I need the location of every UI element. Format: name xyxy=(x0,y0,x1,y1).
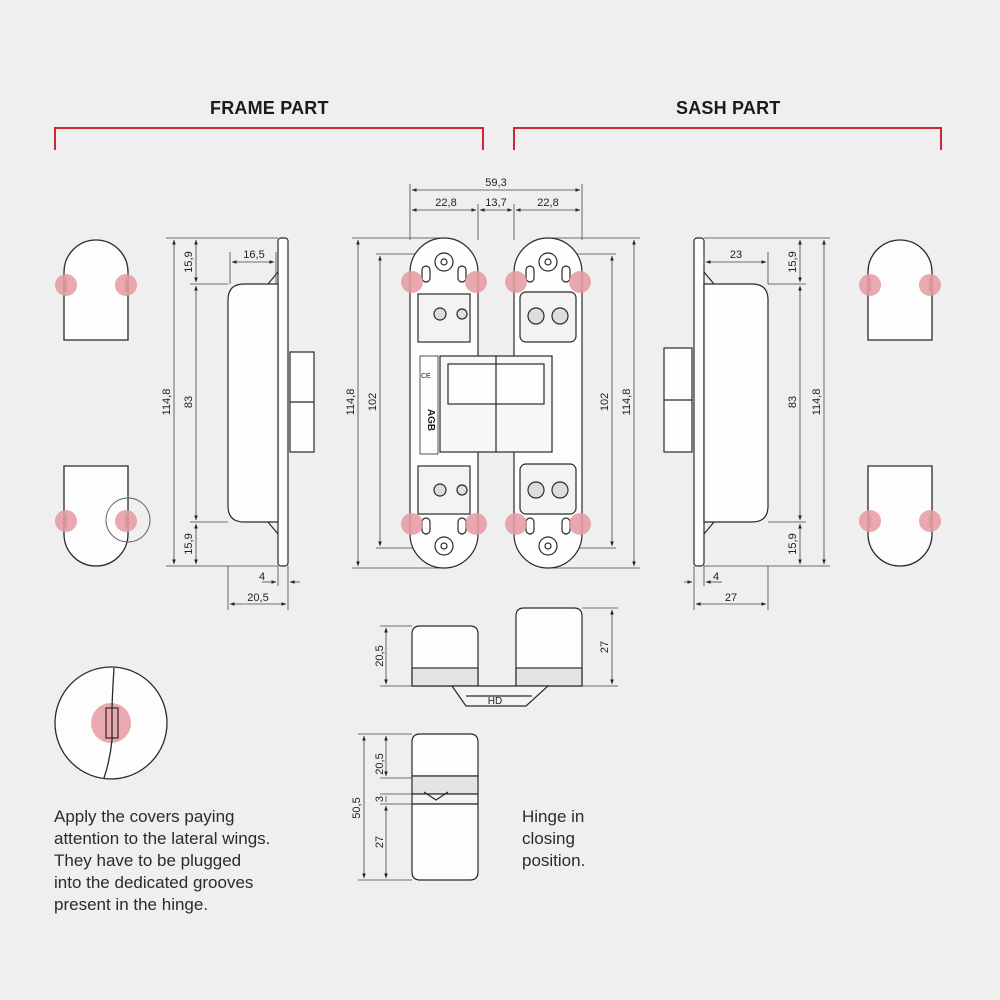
dim-sash-83: 83 xyxy=(787,396,799,408)
closing-position-caption: Hinge in closing position. xyxy=(522,807,586,870)
dim-frame-depth-top: 16,5 xyxy=(243,249,264,261)
dim-front-102-right: 102 xyxy=(599,393,611,411)
dim-frame-15-9-top: 15,9 xyxy=(183,251,195,272)
dim-closed-50-5: 50,5 xyxy=(351,797,363,818)
dim-frame-20-5: 20,5 xyxy=(247,592,268,604)
dim-wing-left: 22,8 xyxy=(435,197,456,209)
dim-sash-15-9-bot: 15,9 xyxy=(787,533,799,554)
sash-cover-bottom xyxy=(867,465,933,567)
dim-frame-15-9-bot: 15,9 xyxy=(183,533,195,554)
dim-top-20-5: 20,5 xyxy=(374,645,386,666)
sash-part-heading: SASH PART xyxy=(676,98,781,118)
frame-side-view xyxy=(227,237,315,567)
frame-part-bracket xyxy=(54,127,484,150)
dim-sash-4: 4 xyxy=(713,571,719,583)
frame-cover-top xyxy=(63,239,129,341)
cover-detail-zoom xyxy=(54,666,168,780)
dim-frame-83: 83 xyxy=(183,396,195,408)
dim-front-114-8-left: 114,8 xyxy=(345,389,357,416)
hinge-mark: CE xyxy=(421,373,431,380)
dim-front-102-left: 102 xyxy=(367,393,379,411)
dim-sash-23: 23 xyxy=(730,249,742,261)
sash-cover-top xyxy=(867,239,933,341)
dim-center: 13,7 xyxy=(485,197,506,209)
dim-front-114-8-right: 114,8 xyxy=(621,389,633,416)
dim-total-width: 59,3 xyxy=(485,177,506,189)
hinge-center-arm xyxy=(439,355,553,453)
groove-highlights xyxy=(55,271,941,535)
dim-top-27: 27 xyxy=(599,641,611,653)
hinge-front-left-wing xyxy=(409,237,479,569)
dim-sash-15-9-top: 15,9 xyxy=(787,251,799,272)
dim-closed-20-5: 20,5 xyxy=(374,753,386,774)
frame-part-heading: FRAME PART xyxy=(210,98,329,118)
dim-sash-114-8: 114,8 xyxy=(811,389,823,416)
covers-instruction: Apply the covers paying attention to the… xyxy=(54,807,271,914)
sash-side-view xyxy=(663,237,769,567)
dim-closed-27: 27 xyxy=(374,836,386,848)
dim-sash-27: 27 xyxy=(725,592,737,604)
label-hd: HD xyxy=(488,696,502,707)
detail-callout-circle xyxy=(105,497,151,543)
dim-frame-4: 4 xyxy=(259,571,265,583)
dim-wing-right: 22,8 xyxy=(537,197,558,209)
dim-closed-3: 3 xyxy=(374,796,386,802)
sash-part-bracket xyxy=(513,127,942,150)
hinge-closed-view xyxy=(411,733,479,881)
dim-frame-114-8: 114,8 xyxy=(161,389,173,416)
hinge-logo: AGB xyxy=(425,409,436,431)
frame-cover-bottom xyxy=(63,465,129,567)
hinge-top-view-open xyxy=(411,607,583,707)
